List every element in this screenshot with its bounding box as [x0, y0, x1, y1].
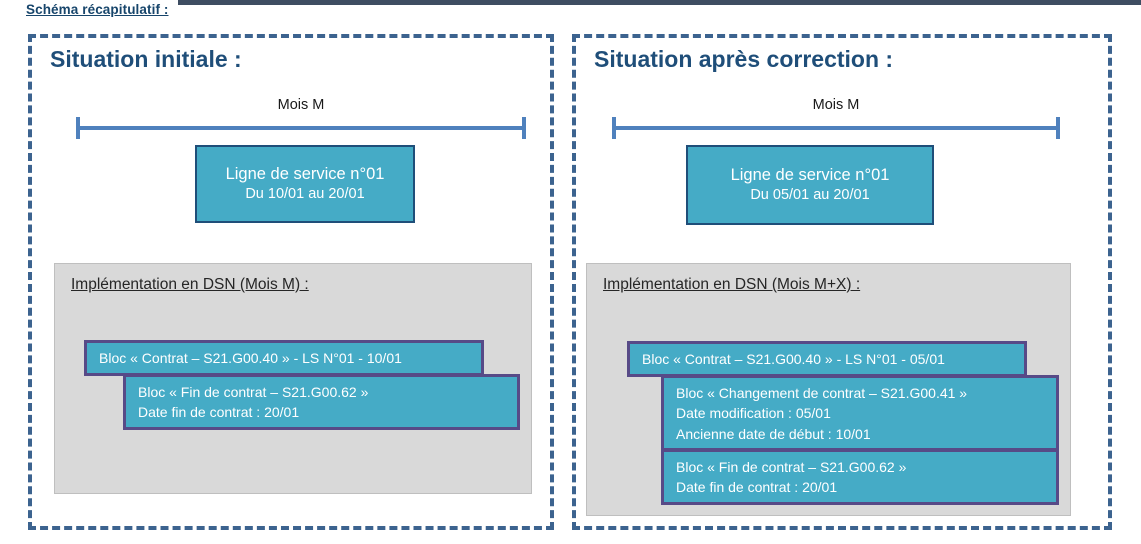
- panel-situation-apres-correction: Situation après correction : Mois M Lign…: [572, 34, 1112, 530]
- service-line-box-initiale: Ligne de service n°01 Du 10/01 au 20/01: [195, 145, 415, 223]
- service-line-dates: Du 10/01 au 20/01: [245, 186, 365, 203]
- timeline-label: Mois M: [812, 97, 860, 113]
- timeline-label: Mois M: [277, 97, 325, 113]
- timeline-cap-right: [1056, 117, 1060, 139]
- bloc-contrat-initiale: Bloc « Contrat – S21.G00.40 » - LS N°01 …: [84, 340, 484, 376]
- bloc-contrat-correction: Bloc « Contrat – S21.G00.40 » - LS N°01 …: [627, 341, 1027, 377]
- service-line-dates: Du 05/01 au 20/01: [750, 187, 870, 204]
- bloc-fin-de-contrat-initiale: Bloc « Fin de contrat – S21.G00.62 » Dat…: [123, 374, 520, 430]
- panel-situation-initiale: Situation initiale : Mois M Ligne de ser…: [28, 34, 554, 530]
- implementation-title: Implémentation en DSN (Mois M+X) :: [603, 276, 861, 293]
- top-rule: [178, 0, 1141, 5]
- bloc-line: Bloc « Fin de contrat – S21.G00.62 »: [138, 384, 369, 400]
- timeline-mois-m-initiale: Mois M: [76, 97, 526, 139]
- bloc-line: Bloc « Contrat – S21.G00.40 » - LS N°01 …: [642, 351, 945, 367]
- bloc-line: Ancienne date de début : 10/01: [676, 425, 871, 442]
- service-line-title: Ligne de service n°01: [730, 165, 890, 184]
- service-line-box-correction: Ligne de service n°01 Du 05/01 au 20/01: [686, 145, 934, 225]
- timeline-bar: [612, 126, 1060, 130]
- timeline-mois-m-correction: Mois M: [612, 97, 1060, 139]
- bloc-line: Bloc « Changement de contrat – S21.G00.4…: [676, 385, 968, 401]
- implementation-title: Implémentation en DSN (Mois M) :: [71, 276, 309, 293]
- bloc-changement-de-contrat: Bloc « Changement de contrat – S21.G00.4…: [661, 375, 1059, 451]
- bloc-fin-de-contrat-correction: Bloc « Fin de contrat – S21.G00.62 » Dat…: [661, 449, 1059, 505]
- bloc-line: Date modification : 05/01: [676, 405, 831, 422]
- implementation-area-correction: Implémentation en DSN (Mois M+X) : Bloc …: [586, 263, 1071, 516]
- bloc-line: Bloc « Contrat – S21.G00.40 » - LS N°01 …: [99, 350, 402, 366]
- service-line-title: Ligne de service n°01: [225, 164, 385, 183]
- bloc-line: Bloc « Fin de contrat – S21.G00.62 »: [676, 459, 907, 475]
- bloc-line: Date fin de contrat : 20/01: [138, 404, 300, 421]
- bloc-line: Date fin de contrat : 20/01: [676, 479, 838, 496]
- panel-title-correction: Situation après correction :: [594, 46, 894, 72]
- page-caption: Schéma récapitulatif :: [26, 2, 169, 17]
- implementation-area-initiale: Implémentation en DSN (Mois M) : Bloc « …: [54, 263, 532, 494]
- panel-title-initiale: Situation initiale :: [50, 46, 242, 72]
- timeline-bar: [76, 126, 526, 130]
- timeline-cap-right: [522, 117, 526, 139]
